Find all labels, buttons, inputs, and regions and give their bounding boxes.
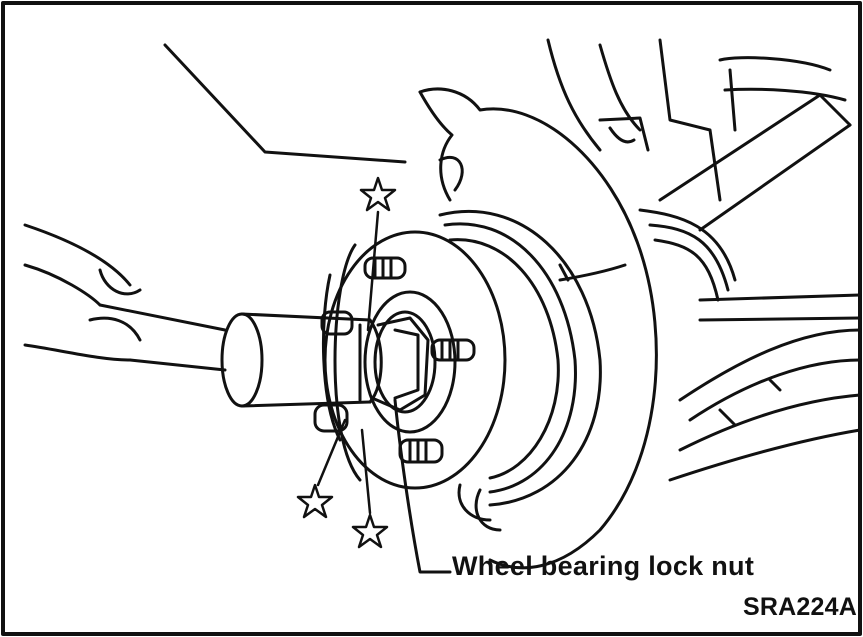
suspension-background <box>163 38 862 482</box>
socket-wrench-tool <box>23 223 383 408</box>
star-outline-icon <box>359 176 397 332</box>
wheel-studs <box>313 256 476 464</box>
callout-leader-line <box>393 398 452 574</box>
star-outline-icon <box>296 418 347 519</box>
figure-id: SRA224A <box>743 593 857 621</box>
wheel-hub <box>321 209 602 532</box>
callout-label: Wheel bearing lock nut <box>452 551 755 581</box>
brake-rotor <box>418 87 658 570</box>
star-outline-icon <box>351 428 389 549</box>
